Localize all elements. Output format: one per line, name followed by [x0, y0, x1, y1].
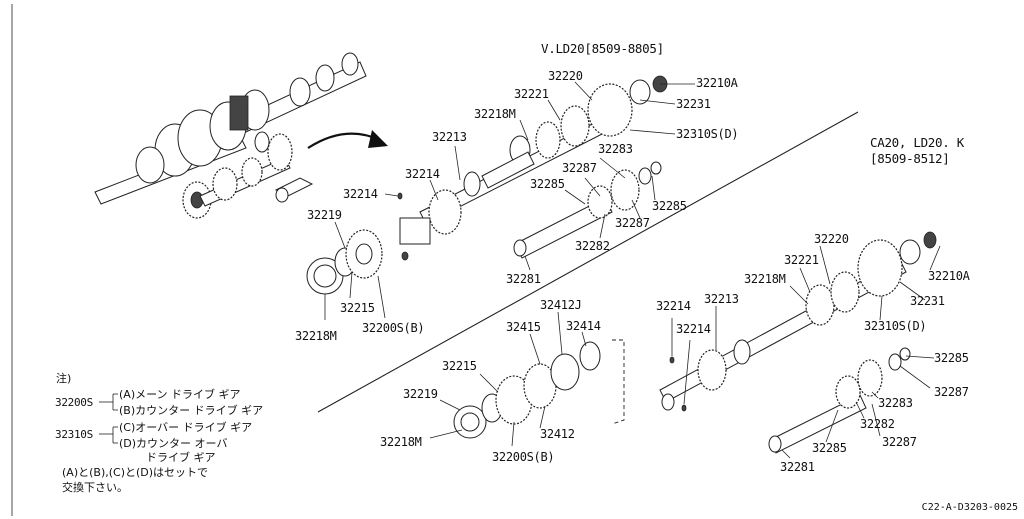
- notes-brackets: [99, 393, 118, 444]
- notes-title: 注): [56, 372, 72, 385]
- callout-32283[interactable]: 32283: [878, 396, 913, 410]
- callout-32220[interactable]: 32220: [548, 69, 583, 83]
- overview-assembly: [94, 52, 367, 219]
- callout-32210A[interactable]: 32210A: [696, 76, 738, 90]
- callout-32221[interactable]: 32221: [514, 87, 549, 101]
- group2-heading-line1: CA20, LD20. K: [870, 135, 964, 150]
- callout-32200S-B[interactable]: 32200S(B): [492, 450, 555, 464]
- callout-32287[interactable]: 32287: [934, 385, 969, 399]
- callout-32310S-D[interactable]: 32310S(D): [864, 319, 927, 333]
- note-a: (A)メーン ドライブ ギア: [119, 388, 241, 401]
- divider-line: [317, 111, 859, 413]
- callout-32213[interactable]: 32213: [432, 130, 467, 144]
- callout-32282[interactable]: 32282: [860, 417, 895, 431]
- notes-key-32200S: 32200S: [55, 396, 93, 409]
- callout-32214[interactable]: 32214: [656, 299, 691, 313]
- group2-drawing: [453, 231, 937, 454]
- callout-32214[interactable]: 32214: [343, 187, 378, 201]
- callout-32213[interactable]: 32213: [704, 292, 739, 306]
- callout-32287[interactable]: 32287: [882, 435, 917, 449]
- callout-32231[interactable]: 32231: [676, 97, 711, 111]
- callout-32210A[interactable]: 32210A: [928, 269, 970, 283]
- note-d-line1: (D)カウンター オーバ: [119, 437, 228, 450]
- note-b: (B)カウンター ドライブ ギア: [119, 404, 264, 417]
- callout-32285[interactable]: 32285: [530, 177, 565, 191]
- callout-32310S-D[interactable]: 32310S(D): [676, 127, 739, 141]
- callout-32415[interactable]: 32415: [506, 320, 541, 334]
- callout-32214[interactable]: 32214: [676, 322, 711, 336]
- callout-32200S-B[interactable]: 32200S(B): [362, 321, 425, 335]
- group1-heading: V.LD20[8509-8805]: [541, 41, 664, 56]
- callout-32214[interactable]: 32214: [405, 167, 440, 181]
- callout-32221[interactable]: 32221: [784, 253, 819, 267]
- callout-32287[interactable]: 32287: [615, 216, 650, 230]
- note-d-line2: ドライブ ギア: [146, 451, 216, 464]
- callout-32282[interactable]: 32282: [575, 239, 610, 253]
- diagram-code: C22-A-D3203-0025: [921, 502, 1018, 513]
- callout-32285[interactable]: 32285: [652, 199, 687, 213]
- callout-32231[interactable]: 32231: [910, 294, 945, 308]
- group2-heading-line2: [8509-8512]: [870, 151, 950, 166]
- callout-32281[interactable]: 32281: [780, 460, 815, 474]
- callout-32414[interactable]: 32414: [566, 319, 601, 333]
- callout-32218M[interactable]: 32218M: [380, 435, 422, 449]
- note-c: (C)オーバー ドライブ ギア: [119, 421, 253, 434]
- callout-32285[interactable]: 32285: [812, 441, 847, 455]
- callout-32285[interactable]: 32285: [934, 351, 969, 365]
- callout-32219[interactable]: 32219: [403, 387, 438, 401]
- callout-32412[interactable]: 32412: [540, 427, 575, 441]
- group1-drawing: [306, 75, 668, 295]
- arrow-head: [368, 130, 388, 148]
- leader-lines: [324, 81, 941, 459]
- callout-32219[interactable]: 32219: [307, 208, 342, 222]
- callout-32412J[interactable]: 32412J: [540, 298, 582, 312]
- callout-32218M[interactable]: 32218M: [474, 107, 516, 121]
- callout-32218M[interactable]: 32218M: [744, 272, 786, 286]
- callout-32218M[interactable]: 32218M: [295, 329, 337, 343]
- note-set-line1: (A)と(B),(C)と(D)はセットで: [62, 466, 209, 479]
- callout-32283[interactable]: 32283: [598, 142, 633, 156]
- callout-32281[interactable]: 32281: [506, 272, 541, 286]
- note-set-line2: 交換下さい。: [62, 481, 128, 494]
- callout-32220[interactable]: 32220: [814, 232, 849, 246]
- callout-32287[interactable]: 32287: [562, 161, 597, 175]
- callout-32215[interactable]: 32215: [340, 301, 375, 315]
- notes-key-32310S: 32310S: [55, 428, 93, 441]
- callout-32215[interactable]: 32215: [442, 359, 477, 373]
